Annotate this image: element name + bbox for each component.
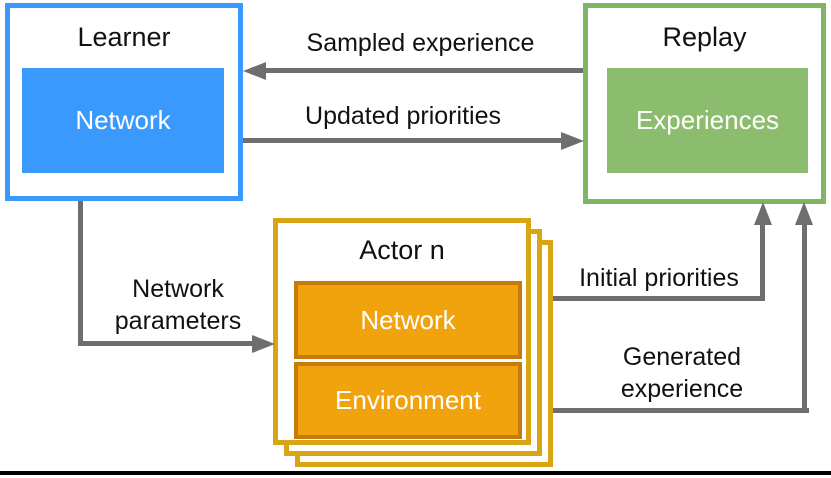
generated-experience-arrowhead-icon [795, 202, 813, 225]
updated-priorities-label: Updated priorities [305, 102, 501, 130]
sampled-experience-line [260, 68, 583, 73]
bottom-border-line [0, 471, 831, 475]
actor-environment-label: Environment [335, 385, 481, 415]
generated-experience-hline [553, 408, 809, 413]
replay-experiences-box: Experiences [607, 68, 808, 173]
replay-box: Replay Experiences [583, 3, 826, 204]
learner-network-box: Network [22, 68, 224, 173]
replay-experiences-label: Experiences [635, 105, 780, 135]
initial-priorities-arrowhead-icon [754, 202, 772, 225]
generated-experience-label: Generated experience [620, 343, 744, 403]
initial-priorities-label: Initial priorities [579, 264, 739, 292]
initial-priorities-vline [760, 220, 765, 301]
actor-environment-box: Environment [294, 362, 522, 439]
sampled-experience-label: Sampled experience [306, 29, 535, 57]
actor-network-box: Network [294, 281, 522, 359]
learner-box: Learner Network [5, 3, 243, 201]
initial-priorities-hline [553, 296, 765, 301]
generated-experience-vline [802, 220, 807, 413]
actor-network-label: Network [360, 304, 456, 335]
network-parameters-hline [78, 341, 254, 346]
updated-priorities-arrowhead-icon [561, 132, 584, 150]
replay-title: Replay [662, 22, 747, 52]
updated-priorities-line [243, 138, 563, 143]
actor-box: Actor n Network Environment [273, 218, 531, 445]
network-parameters-arrowhead-icon [252, 335, 275, 353]
actor-title: Actor n [359, 235, 445, 265]
sampled-experience-arrowhead-icon [243, 62, 266, 80]
network-parameters-vline [78, 201, 83, 346]
learner-title: Learner [77, 22, 171, 52]
network-parameters-label: Network parameters [114, 275, 242, 335]
learner-network-label: Network [75, 105, 171, 135]
